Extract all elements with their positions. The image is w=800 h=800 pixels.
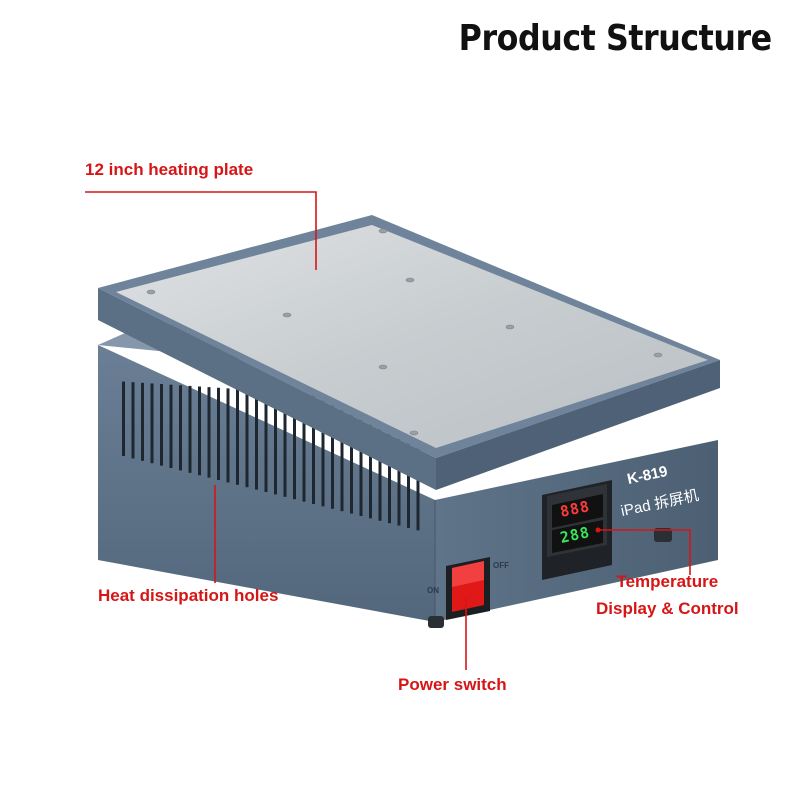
vent-slot bbox=[312, 393, 315, 504]
switch-off-label: OFF bbox=[493, 561, 509, 570]
temperature-callout: Temperature Display & Control bbox=[596, 568, 739, 622]
page-title: Product Structure bbox=[458, 18, 772, 59]
vent-slot bbox=[207, 387, 211, 478]
vent-slot bbox=[245, 389, 249, 488]
temperature-controller bbox=[542, 480, 612, 580]
vent-slot bbox=[179, 385, 182, 471]
feet bbox=[428, 528, 672, 628]
temperature-leader-dot bbox=[595, 527, 601, 533]
temperature-callout-line2: Display & Control bbox=[596, 599, 739, 618]
vent-slot bbox=[264, 390, 268, 492]
switch-on-label: ON bbox=[427, 586, 439, 595]
vent-slot bbox=[321, 394, 325, 507]
plate-screws bbox=[146, 228, 663, 436]
vent-slot bbox=[169, 384, 173, 469]
vent-slot bbox=[331, 395, 334, 509]
vent-slot bbox=[150, 383, 154, 464]
vent-slot bbox=[160, 384, 163, 466]
vent-slot bbox=[302, 393, 306, 502]
vent-slot bbox=[274, 391, 277, 495]
vent-slot bbox=[283, 392, 287, 497]
vent-slot bbox=[198, 386, 201, 476]
vent-slot bbox=[141, 382, 144, 461]
temperature-callout-line1: Temperature bbox=[616, 572, 719, 591]
vent-slot bbox=[369, 397, 372, 519]
vent-slot bbox=[217, 387, 220, 481]
vent-slot bbox=[188, 385, 192, 473]
vent-slot bbox=[226, 388, 230, 483]
vent-slot bbox=[350, 396, 353, 514]
vent-slot bbox=[255, 390, 258, 490]
vent-slot bbox=[359, 397, 363, 516]
power-switch-callout: Power switch bbox=[398, 675, 507, 694]
heating-plate bbox=[98, 215, 720, 490]
callout-lines bbox=[85, 191, 691, 670]
heat-holes-callout: Heat dissipation holes bbox=[98, 586, 279, 605]
power-switch bbox=[446, 557, 490, 620]
vent-slot bbox=[122, 381, 125, 457]
vent-slot bbox=[131, 382, 135, 459]
heating-plate-callout: 12 inch heating plate bbox=[85, 160, 254, 179]
vent-slot bbox=[236, 389, 239, 485]
heating-plate-leader bbox=[85, 191, 317, 270]
temperature-leader bbox=[598, 529, 691, 575]
vent-slot bbox=[340, 395, 344, 512]
vent-slot bbox=[293, 392, 296, 500]
